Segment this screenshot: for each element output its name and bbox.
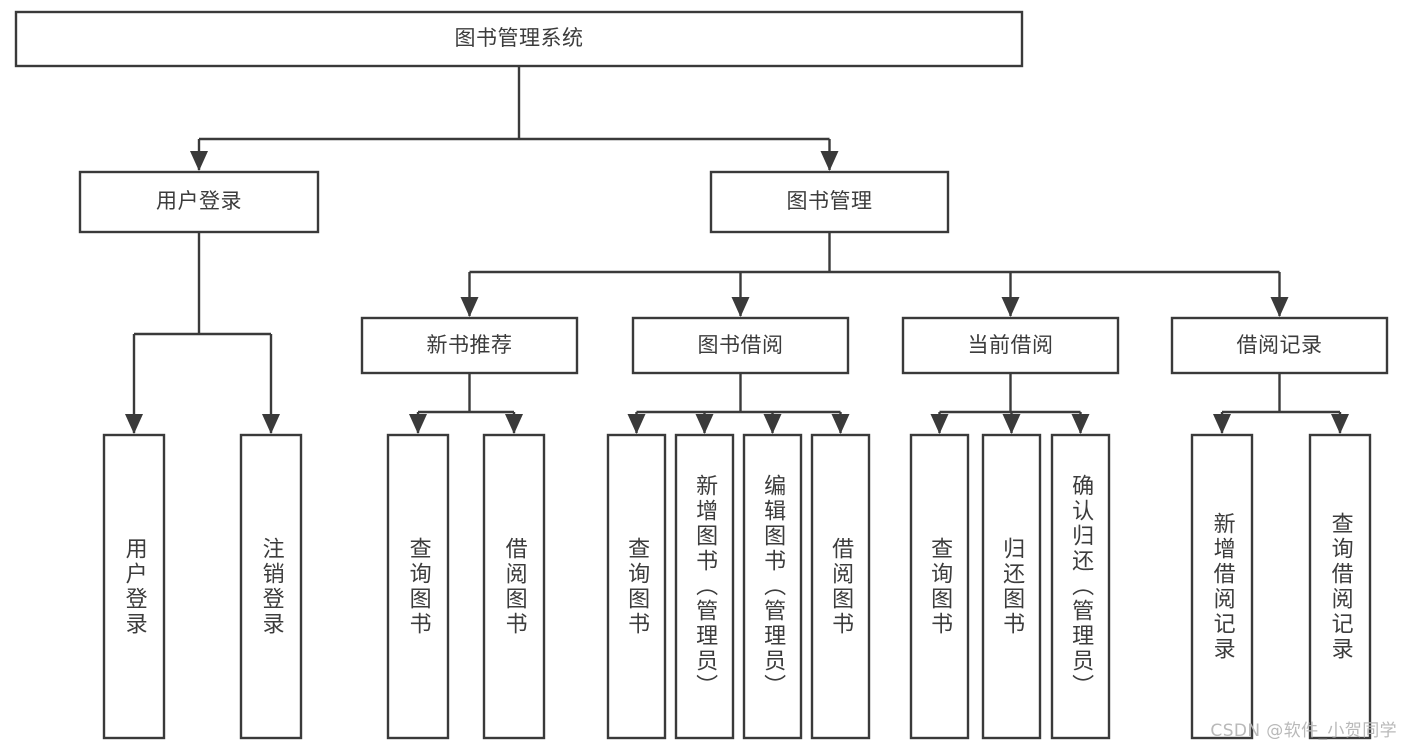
arrow-leaf-return-book <box>1002 414 1021 434</box>
boxes-layer <box>14 10 1389 740</box>
watermark-text: CSDN @软件_小贺同学 <box>1210 721 1397 741</box>
arrow-leaf-borrow-book-2 <box>831 414 850 434</box>
node-box-new-book-recommend <box>360 316 579 375</box>
arrow-leaf-logout <box>262 414 280 434</box>
arrow-user-login <box>190 151 208 171</box>
node-box-leaf-borrow-book-2 <box>810 433 871 740</box>
node-box-current-borrow <box>901 316 1120 375</box>
arrow-leaf-query-book-3 <box>930 414 949 434</box>
connectors-layer <box>125 66 1349 434</box>
node-box-book-borrow <box>631 316 850 375</box>
arrow-leaf-add-book <box>695 414 714 434</box>
arrow-leaf-user-login <box>125 414 143 434</box>
node-box-leaf-add-record <box>1190 433 1254 740</box>
node-box-leaf-add-book <box>674 433 735 740</box>
node-box-leaf-return-book <box>981 433 1042 740</box>
node-box-leaf-edit-book <box>742 433 803 740</box>
arrow-book-borrow <box>731 297 750 317</box>
node-box-leaf-logout <box>239 433 303 740</box>
node-box-leaf-query-record <box>1308 433 1372 740</box>
node-box-user-login <box>78 170 320 234</box>
node-box-leaf-confirm-return <box>1050 433 1111 740</box>
node-box-root <box>14 10 1024 68</box>
node-box-borrow-record <box>1170 316 1389 375</box>
node-box-leaf-query-book-2 <box>606 433 667 740</box>
arrow-leaf-borrow-book-1 <box>505 414 523 434</box>
arrow-leaf-query-book-2 <box>627 414 646 434</box>
node-box-book-manage <box>709 170 950 234</box>
arrow-leaf-add-record <box>1213 414 1231 434</box>
arrow-leaf-query-book-1 <box>409 414 427 434</box>
node-box-leaf-query-book-1 <box>386 433 450 740</box>
node-box-leaf-user-login <box>102 433 166 740</box>
arrow-borrow-record <box>1270 297 1289 317</box>
arrow-current-borrow <box>1001 297 1020 317</box>
arrow-leaf-query-record <box>1331 414 1349 434</box>
arrow-new-book-recommend <box>460 297 479 317</box>
arrow-book-manage <box>820 151 839 171</box>
arrow-leaf-edit-book <box>763 414 782 434</box>
node-box-leaf-borrow-book-1 <box>482 433 546 740</box>
arrow-leaf-confirm-return <box>1071 414 1090 434</box>
node-box-leaf-query-book-3 <box>909 433 970 740</box>
